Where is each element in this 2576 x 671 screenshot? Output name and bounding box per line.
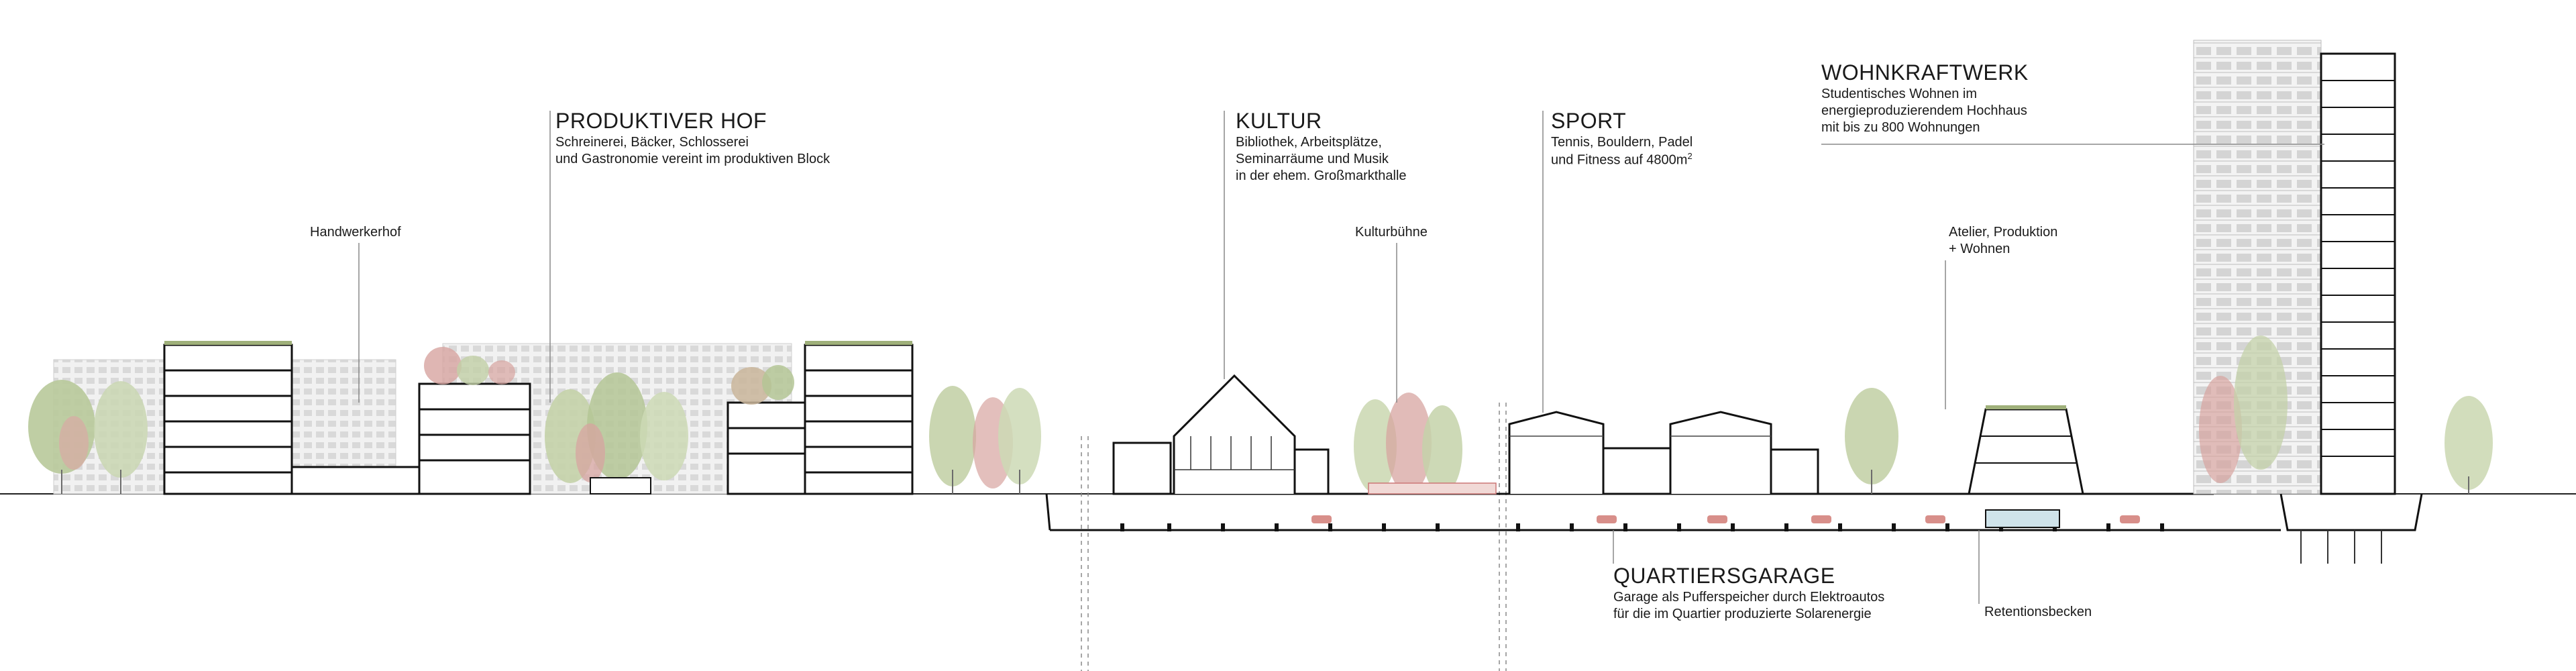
wohnkraftwerk-desc-line-2: energieproduzierendem Hochhaus <box>1821 103 2027 118</box>
produktiver-hof-desc-line-1: Schreinerei, Bäcker, Schlosserei <box>555 135 749 150</box>
handwerkerhof-label: Handwerkerhof <box>310 225 401 240</box>
quartiersgarage-desc-line-2: für die im Quartier produzierte Solarene… <box>1613 607 1872 621</box>
section-break-lines <box>1081 403 1507 671</box>
sport-hall-section <box>1508 411 1819 495</box>
tower-piles <box>2300 530 2382 564</box>
garage-cars <box>1311 515 2140 523</box>
produktiver-hof-courtyard-trees <box>545 372 688 495</box>
kultur-hall-section <box>1112 374 1330 495</box>
wohnkraftwerk-callout: WOHNKRAFTWERK Studentisches Wohnen im en… <box>1821 59 2029 136</box>
kulturbuehne-label: Kulturbühne <box>1355 225 1428 240</box>
sport-desc-line-1: Tennis, Bouldern, Padel <box>1551 135 1693 150</box>
wohnkraftwerk-desc-line-1: Studentisches Wohnen im <box>1821 87 1977 101</box>
handwerkerhof-green-roof <box>164 341 292 345</box>
kultur-callout: KULTUR Bibliothek, Arbeitsplätze, Semina… <box>1236 107 1407 185</box>
leader-lines <box>358 111 2324 604</box>
garage-columns <box>1120 523 2164 531</box>
produktiver-hof-desc-line-2: und Gastronomie vereint im produktiven B… <box>555 152 830 166</box>
quartiersgarage-section <box>1045 493 2281 531</box>
produktiver-hof-block-left <box>418 382 531 495</box>
produktiver-hof-callout: PRODUKTIVER HOF Schreinerei, Bäcker, Sch… <box>555 107 830 168</box>
wohnkraftwerk-desc-line-3: mit bis zu 800 Wohnungen <box>1821 120 1980 135</box>
sport-desc-line-2: und Fitness auf 4800m2 <box>1551 151 1693 169</box>
retentionsbecken-basin <box>1985 509 2060 528</box>
sport-callout: SPORT Tennis, Bouldern, Padel und Fitnes… <box>1551 107 1693 169</box>
retentionsbecken-label: Retentionsbecken <box>1984 605 2092 619</box>
produktiver-hof-roof-garden-right <box>731 365 794 405</box>
atelier-green-roof <box>1986 405 2066 409</box>
wohnkraftwerk-tower-section <box>2320 52 2396 495</box>
atelier-line-1: Atelier, Produktion <box>1949 225 2058 240</box>
kultur-title: KULTUR <box>1236 109 1322 133</box>
produktiver-hof-block-right <box>727 344 914 495</box>
atelier-callout: Atelier, Produktion + Wohnen <box>1949 224 2057 258</box>
atelier-section <box>1968 408 2084 495</box>
kultur-desc-line-1: Bibliothek, Arbeitsplätze, <box>1236 135 1382 150</box>
atelier-line-2: + Wohnen <box>1949 242 2010 256</box>
trees-sport <box>1845 388 1898 494</box>
atelier-floors <box>1976 435 2077 464</box>
sport-desc-line-2-text: und Fitness auf 4800m <box>1551 152 1688 168</box>
quartiersgarage-desc-line-1: Garage als Pufferspeicher durch Elektroa… <box>1613 590 1885 605</box>
quartiersgarage-callout: QUARTIERSGARAGE Garage als Pufferspeiche… <box>1613 562 1884 623</box>
quartiersgarage-title: QUARTIERSGARAGE <box>1613 564 1835 588</box>
sport-area-unit-superscript: 2 <box>1687 151 1693 161</box>
kulturbuehne-stage <box>1368 482 1497 495</box>
sport-title: SPORT <box>1551 109 1627 133</box>
trees-tower <box>2199 336 2493 494</box>
kultur-desc-line-2: Seminarräume und Musik <box>1236 152 1389 166</box>
wohnkraftwerk-title: WOHNKRAFTWERK <box>1821 60 2029 85</box>
wohnkraftwerk-tower-floors <box>2321 80 2395 457</box>
tower-foundation <box>2279 493 2423 531</box>
handwerkerhof-section <box>163 344 293 495</box>
kulturbuehne-trees <box>1354 393 1462 494</box>
trees-west <box>28 380 148 494</box>
produktiver-hof-roof-garden-left <box>424 347 515 385</box>
kultur-hall-interior <box>1174 436 1295 470</box>
trees-central <box>929 386 1041 494</box>
produktiver-hof-title: PRODUKTIVER HOF <box>555 109 767 133</box>
handwerkerhof-low-connector <box>290 466 421 495</box>
kultur-desc-line-3: in der ehem. Großmarkthalle <box>1236 168 1407 183</box>
produktiver-hof-green-roof-right <box>805 341 912 345</box>
